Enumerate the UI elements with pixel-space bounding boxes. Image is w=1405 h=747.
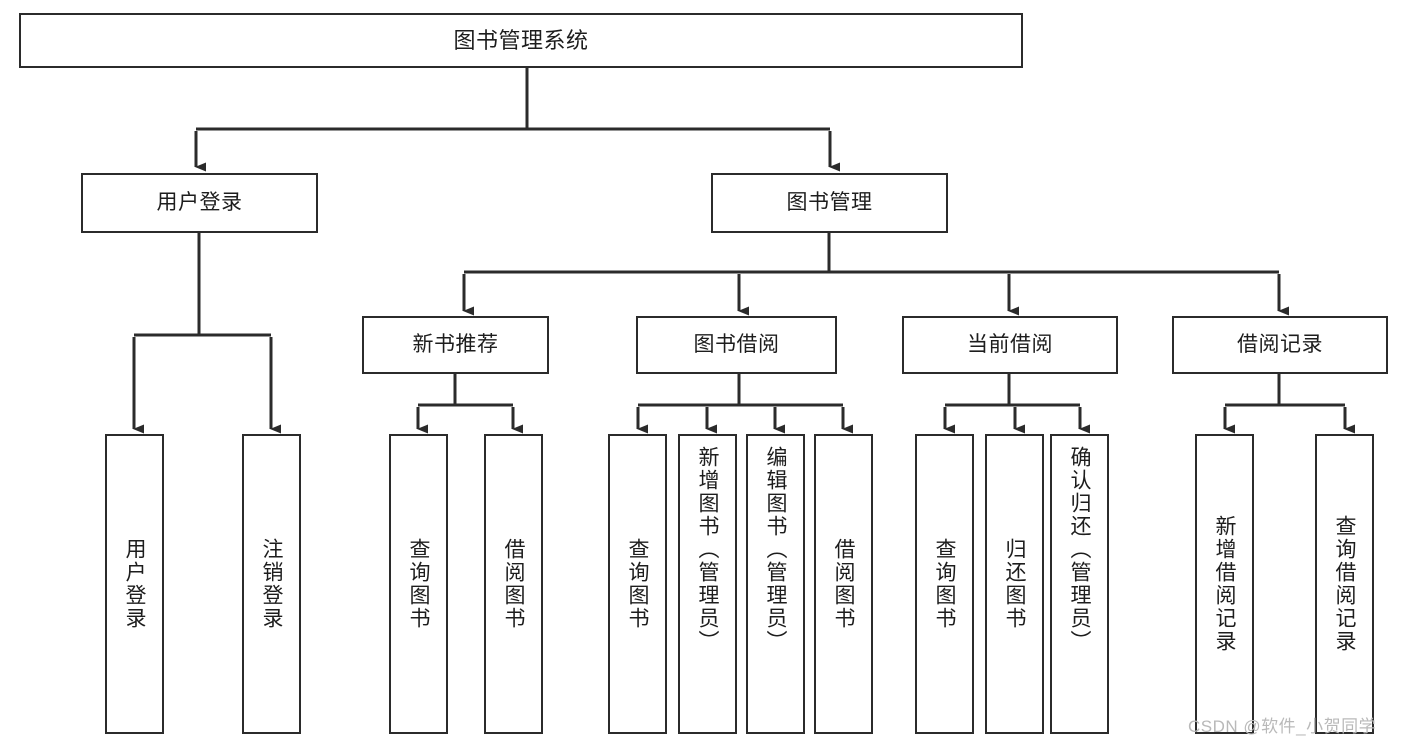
- connector-user-login-to-leaves: [132, 233, 281, 434]
- node-label: 新增图书（管理员）: [696, 446, 719, 653]
- node-label: 确认归还（管理员）: [1068, 446, 1091, 653]
- node-leaf-query-book-2[interactable]: 查询图书: [608, 434, 667, 734]
- node-label: 图书管理系统: [453, 27, 589, 53]
- node-label: 用户登录: [123, 538, 146, 630]
- node-label: 图书管理: [786, 190, 873, 214]
- node-leaf-query-record[interactable]: 查询借阅记录: [1315, 434, 1374, 734]
- node-label: 用户登录: [156, 190, 243, 214]
- connector-current-borrow-to-leaves: [943, 374, 1090, 434]
- connector-root-to-level1: [194, 68, 840, 172]
- node-leaf-edit-book[interactable]: 编辑图书（管理员）: [746, 434, 805, 734]
- node-label: 查询图书: [933, 538, 956, 630]
- node-label: 归还图书: [1003, 538, 1026, 630]
- node-leaf-logout-login[interactable]: 注销登录: [242, 434, 301, 734]
- node-leaf-add-book[interactable]: 新增图书（管理员）: [678, 434, 737, 734]
- node-label: 借阅记录: [1237, 332, 1323, 356]
- node-label: 编辑图书（管理员）: [764, 446, 787, 653]
- node-label: 图书借阅: [693, 332, 780, 356]
- node-book-borrow[interactable]: 图书借阅: [636, 316, 837, 374]
- node-label: 查询借阅记录: [1333, 515, 1356, 653]
- node-new-book-recommend[interactable]: 新书推荐: [362, 316, 549, 374]
- node-label: 查询图书: [407, 538, 430, 630]
- node-leaf-query-book-1[interactable]: 查询图书: [389, 434, 448, 734]
- connector-book-borrow-to-leaves: [636, 374, 853, 434]
- node-book-manage[interactable]: 图书管理: [711, 173, 948, 233]
- node-user-login[interactable]: 用户登录: [81, 173, 318, 233]
- node-leaf-query-book-3[interactable]: 查询图书: [915, 434, 974, 734]
- node-leaf-borrow-book-1[interactable]: 借阅图书: [484, 434, 543, 734]
- node-label: 当前借阅: [967, 332, 1053, 356]
- node-label: 借阅图书: [502, 538, 525, 630]
- watermark-text: CSDN @软件_小贺同学: [1188, 717, 1377, 736]
- node-label: 注销登录: [260, 538, 283, 630]
- node-leaf-user-login[interactable]: 用户登录: [105, 434, 164, 734]
- node-current-borrow[interactable]: 当前借阅: [902, 316, 1118, 374]
- node-leaf-add-record[interactable]: 新增借阅记录: [1195, 434, 1254, 734]
- node-borrow-record[interactable]: 借阅记录: [1172, 316, 1388, 374]
- node-root-book-management-system[interactable]: 图书管理系统: [19, 13, 1023, 68]
- connector-book-manage-to-level2: [462, 233, 1289, 316]
- node-leaf-confirm-return[interactable]: 确认归还（管理员）: [1050, 434, 1109, 734]
- connector-new-book-recommend-to-leaves: [416, 374, 523, 434]
- node-label: 新书推荐: [412, 332, 499, 356]
- connector-borrow-record-to-leaves: [1223, 374, 1355, 434]
- node-label: 新增借阅记录: [1213, 515, 1236, 653]
- node-label: 借阅图书: [832, 538, 855, 630]
- node-leaf-borrow-book-2[interactable]: 借阅图书: [814, 434, 873, 734]
- node-leaf-return-book[interactable]: 归还图书: [985, 434, 1044, 734]
- node-label: 查询图书: [626, 538, 649, 630]
